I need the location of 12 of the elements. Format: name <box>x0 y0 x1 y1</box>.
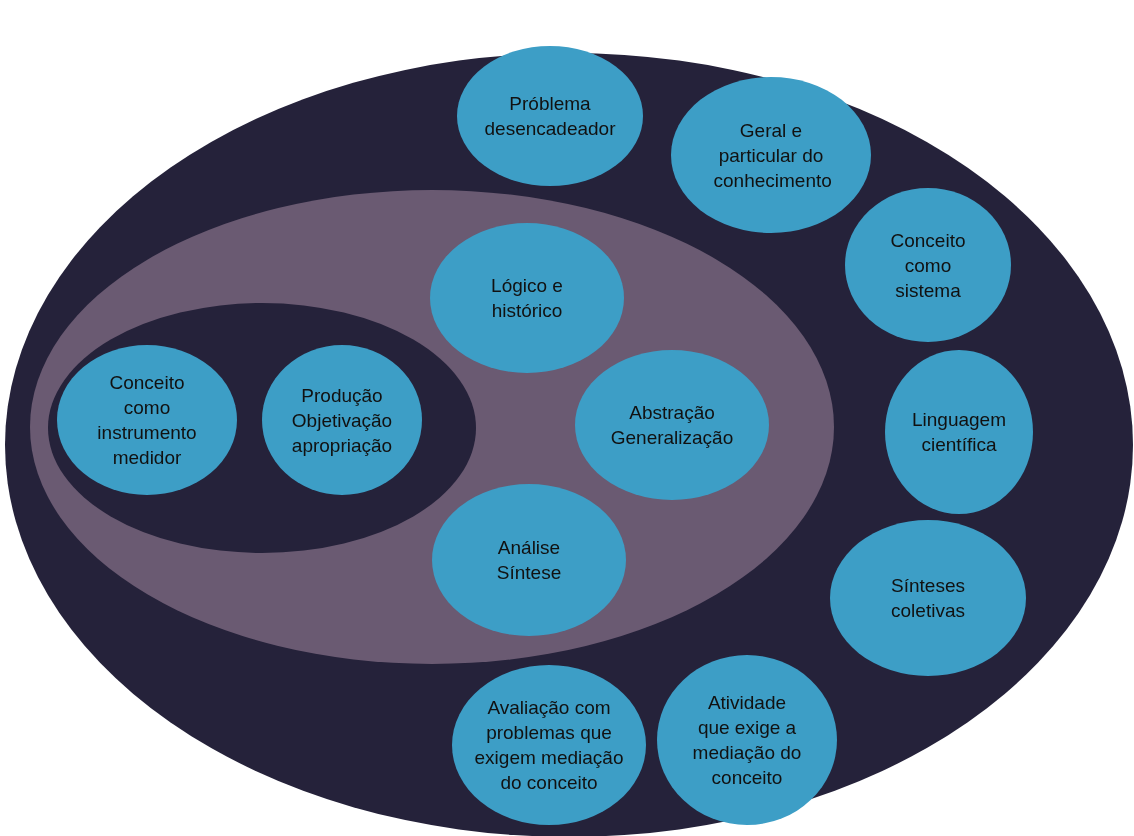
concept-label: Conceito como instrumento medidor <box>96 371 198 470</box>
concept-label: Sínteses coletivas <box>890 574 966 623</box>
concept-label: Abstração Generalização <box>609 401 735 450</box>
concept-label: Geral e particular do conhecimento <box>713 118 829 193</box>
concept-label: Produção Objetivação apropriação <box>290 383 394 458</box>
concept-label: Linguagem científica <box>911 408 1007 457</box>
concept-label: Atividade que exige a mediação do conceito <box>692 691 802 790</box>
concept-label: Avaliação com problemas que exigem mediação do conceito <box>473 696 625 795</box>
concept-label: Próblema desencadeador <box>483 92 617 141</box>
concept-label: Conceito como sistema <box>889 228 967 303</box>
concept-label: Análise Síntese <box>495 536 563 585</box>
concept-label: Lógico e histórico <box>490 274 564 323</box>
